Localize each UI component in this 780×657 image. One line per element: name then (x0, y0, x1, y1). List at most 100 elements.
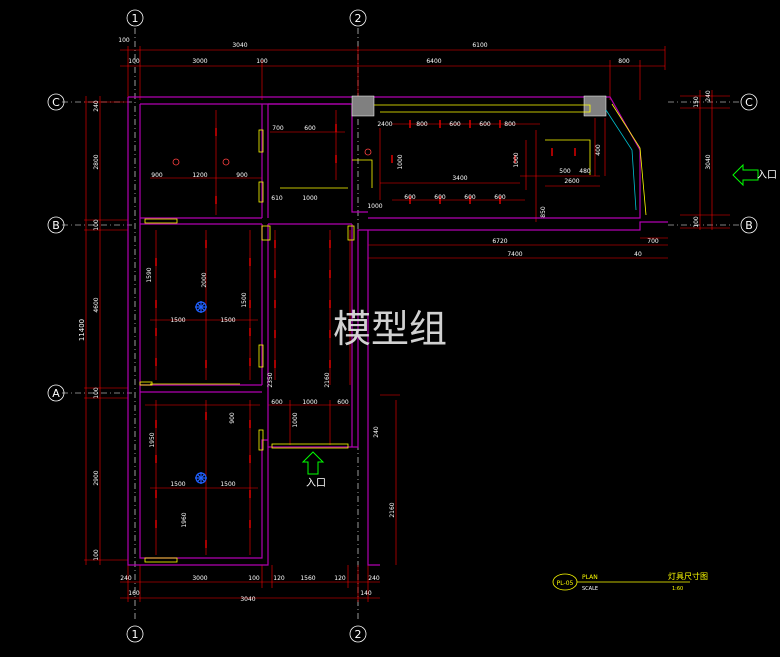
grid-bubble-rowA-left: A (47, 384, 65, 402)
svg-text:PL-05: PL-05 (557, 580, 574, 587)
svg-text:140: 140 (360, 590, 372, 597)
svg-text:B: B (745, 219, 753, 232)
svg-text:入口: 入口 (757, 170, 777, 181)
svg-text:3040: 3040 (240, 596, 255, 603)
svg-text:100: 100 (256, 58, 268, 65)
svg-text:1: 1 (132, 12, 139, 25)
svg-text:1000: 1000 (367, 203, 382, 210)
grid-bubble-rowB-right: B (740, 216, 758, 234)
svg-text:600: 600 (494, 194, 506, 201)
svg-text:600: 600 (404, 194, 416, 201)
svg-text:1:60: 1:60 (672, 586, 683, 592)
light-fixtures (155, 120, 576, 548)
svg-text:1200: 1200 (192, 172, 207, 179)
svg-text:240: 240 (705, 90, 712, 102)
svg-text:600: 600 (449, 121, 461, 128)
svg-text:500: 500 (559, 168, 571, 175)
svg-text:1560: 1560 (300, 575, 315, 582)
svg-text:3040: 3040 (232, 42, 247, 49)
svg-text:1590: 1590 (146, 267, 153, 282)
svg-text:2800: 2800 (93, 154, 100, 169)
svg-text:700: 700 (647, 238, 659, 245)
svg-text:1960: 1960 (181, 512, 188, 527)
svg-text:A: A (52, 387, 60, 400)
svg-text:240: 240 (368, 575, 380, 582)
svg-text:900: 900 (151, 172, 163, 179)
grid-bubble-col1-top: 1 (126, 9, 144, 27)
entrance-arrow-bottom: 入口 (301, 451, 326, 489)
column-right (583, 95, 607, 117)
svg-text:灯具尺寸图: 灯具尺寸图 (668, 571, 708, 581)
svg-text:1500: 1500 (170, 481, 185, 488)
svg-text:6100: 6100 (472, 42, 487, 49)
svg-text:900: 900 (229, 412, 236, 424)
inner-dimension-labels: 700 600 2400 800 600 600 800 1000 3400 6… (146, 121, 602, 528)
svg-text:40: 40 (634, 251, 642, 258)
dimension-lines (84, 46, 730, 602)
svg-text:1950: 1950 (149, 432, 156, 447)
svg-text:入口: 入口 (306, 478, 326, 489)
watermark-text: 模型组 (333, 307, 447, 351)
grid-bubble-rowC-right: C (740, 93, 758, 111)
svg-text:100: 100 (128, 58, 140, 65)
svg-text:2600: 2600 (564, 178, 579, 185)
svg-text:700: 700 (272, 125, 284, 132)
svg-text:120: 120 (334, 575, 346, 582)
svg-text:1500: 1500 (170, 317, 185, 324)
svg-text:1000: 1000 (302, 195, 317, 202)
svg-text:800: 800 (504, 121, 516, 128)
svg-text:600: 600 (479, 121, 491, 128)
svg-text:600: 600 (304, 125, 316, 132)
column-left (351, 95, 375, 117)
grid-bubble-col2-bottom: 2 (349, 625, 367, 643)
top-dimension-labels: 3040 6100 100 100 3000 6400 800 100 (118, 37, 630, 65)
svg-text:C: C (745, 96, 753, 109)
svg-text:11400: 11400 (78, 319, 86, 341)
svg-text:100: 100 (248, 575, 260, 582)
svg-text:1000: 1000 (292, 412, 299, 427)
grid-bubble-col2-top: 2 (349, 9, 367, 27)
downlight-icon (195, 301, 207, 484)
svg-text:480: 480 (579, 168, 591, 175)
svg-text:3040: 3040 (705, 154, 712, 169)
svg-text:610: 610 (271, 195, 283, 202)
title-block: PL-05 PLAN SCALE 灯具尺寸图 1:60 (552, 571, 708, 592)
bottom-dimension-labels: 240 3000 100 120 1560 120 240 160 3040 1… (120, 575, 380, 603)
svg-text:2: 2 (355, 628, 362, 641)
svg-text:6400: 6400 (426, 58, 441, 65)
left-dimension-labels: 11400 240 2800 100 4600 100 2900 100 (78, 100, 100, 561)
svg-text:100: 100 (693, 216, 700, 228)
svg-text:600: 600 (337, 399, 349, 406)
svg-text:4600: 4600 (93, 297, 100, 312)
svg-text:600: 600 (271, 399, 283, 406)
svg-text:2350: 2350 (267, 372, 274, 387)
svg-text:2000: 2000 (201, 272, 208, 287)
grid-bubble-rowB-left: B (47, 216, 65, 234)
svg-text:C: C (52, 96, 60, 109)
svg-text:120: 120 (273, 575, 285, 582)
svg-text:100: 100 (118, 37, 130, 44)
grid-bubble-col1-bottom: 1 (126, 625, 144, 643)
svg-text:850: 850 (540, 206, 547, 218)
svg-text:6720: 6720 (492, 238, 507, 245)
svg-text:1: 1 (132, 628, 139, 641)
svg-text:1000: 1000 (302, 399, 317, 406)
svg-text:800: 800 (618, 58, 630, 65)
walls (127, 96, 668, 566)
svg-text:160: 160 (128, 590, 140, 597)
svg-text:600: 600 (434, 194, 446, 201)
openings (139, 129, 355, 563)
svg-text:600: 600 (464, 194, 476, 201)
display-counter (150, 103, 647, 385)
svg-text:100: 100 (93, 219, 100, 231)
svg-text:100: 100 (93, 387, 100, 399)
svg-text:1500: 1500 (220, 481, 235, 488)
svg-text:900: 900 (236, 172, 248, 179)
right-dimension-labels: 700 6720 7400 40 2160 240 150 240 3040 1… (373, 90, 712, 518)
svg-text:7400: 7400 (507, 251, 522, 258)
svg-text:240: 240 (373, 426, 380, 438)
svg-text:SCALE: SCALE (582, 586, 598, 592)
svg-text:2160: 2160 (389, 502, 396, 517)
svg-text:240: 240 (120, 575, 132, 582)
